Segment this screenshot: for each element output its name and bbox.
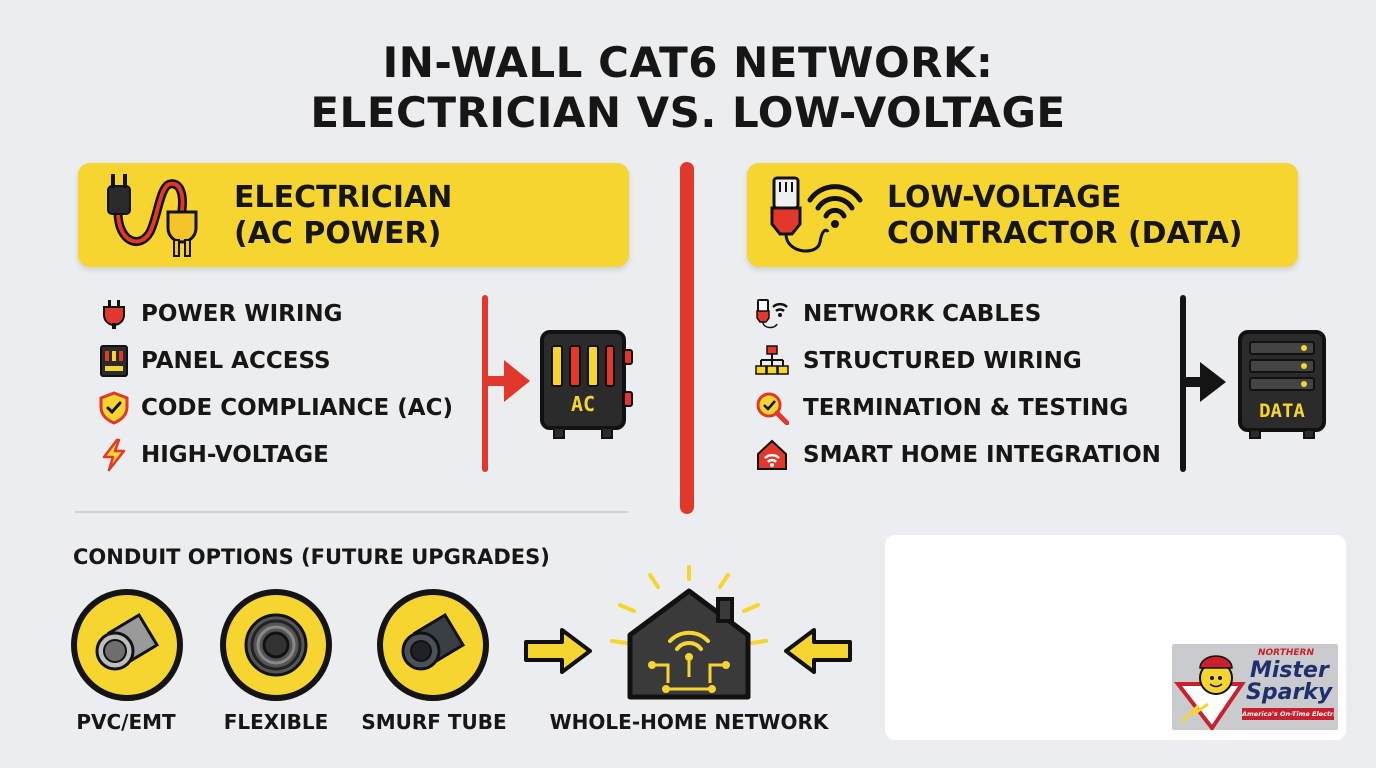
list-item-network-cables: NETWORK CABLES [755,297,1041,331]
list-item-power-wiring: POWER WIRING [97,297,343,331]
smart-home-network-icon [610,565,768,700]
ethernet-wifi-icon [770,176,863,253]
ac-panel-box: AC [536,330,636,440]
pvc-emt-circle [71,589,183,701]
data-server-box: DATA [1236,330,1328,440]
shield-check-icon [99,391,129,425]
ethernet-wifi-icon [756,299,788,329]
right-arrow-icon [484,360,530,402]
list-item-panel-access: PANEL ACCESS [97,344,331,378]
title-line-1: IN-WALL CAT6 NETWORK: [382,38,994,87]
conduit-options-title: CONDUIT OPTIONS (FUTURE UPGRADES) [73,545,550,569]
list-item-label: STRUCTURED WIRING [803,348,1082,374]
flexible-label: FLEXIBLE [223,710,329,734]
list-item-label: SMART HOME INTEGRATION [803,442,1161,468]
server-icon [1238,330,1326,439]
list-item-label: CODE COMPLIANCE (AC) [141,395,453,421]
center-divider [680,162,694,514]
flexible-conduit-icon [244,613,308,677]
list-item-label: TERMINATION & TESTING [803,395,1129,421]
low-voltage-banner [747,163,1298,267]
pvc-emt-label: PVC/EMT [76,710,176,734]
smurf-tube-label: SMURF TUBE [361,710,507,734]
plug-icon [103,300,125,329]
list-item-structured-wiring: STRUCTURED WIRING [755,344,1082,378]
logo-sparky: Sparky [1246,680,1333,705]
electrician-heading-line-2: (AC POWER) [234,216,442,251]
list-item-smart-home: SMART HOME INTEGRATION [755,438,1161,472]
list-item-high-voltage: HIGH-VOLTAGE [97,438,329,472]
page-title: IN-WALL CAT6 NETWORK: ELECTRICIAN VS. LO… [0,38,1376,138]
smart-home-icon [757,439,787,470]
logo-northern: NORTHERN [1258,648,1314,658]
sparky-mascot-icon [1173,655,1246,730]
ac-panel-label: AC [570,392,596,416]
data-server-label: DATA [1259,400,1305,422]
lightning-icon [102,438,126,472]
logo-mister: Mister [1250,658,1329,683]
list-item-label: POWER WIRING [141,301,343,327]
magnifier-check-icon [756,392,789,425]
right-arrow-into-home-icon [784,628,852,674]
left-arrow-into-home-icon [524,628,592,674]
plug-cord-icon [107,174,198,257]
list-item-label: PANEL ACCESS [141,348,331,374]
mister-sparky-logo: NORTHERN Mister Sparky America's On-Time… [1172,644,1338,730]
electrical-panel-icon [540,330,633,439]
low-voltage-heading-line-2: CONTRACTOR (DATA) [887,216,1243,251]
whole-home-network-label: WHOLE-HOME NETWORK [549,710,829,734]
list-item-termination-testing: TERMINATION & TESTING [755,391,1128,425]
hierarchy-icon [755,345,789,375]
logo-tagline: America's On-Time Electrician [1242,708,1334,720]
pvc-pipe-icon [95,612,160,671]
list-item-label: NETWORK CABLES [803,301,1042,327]
low-voltage-heading-line-1: LOW-VOLTAGE [887,180,1122,215]
smurf-tube-circle [377,589,489,701]
list-item-label: HIGH-VOLTAGE [141,442,329,468]
right-arrow-icon [1182,362,1226,402]
panel-icon [100,345,128,377]
title-line-2: ELECTRICIAN VS. LOW-VOLTAGE [310,88,1066,137]
flexible-circle [220,589,332,701]
electrician-heading-line-1: ELECTRICIAN [234,180,453,215]
list-item-code-compliance: CODE COMPLIANCE (AC) [97,391,453,425]
section-divider [75,511,628,513]
smurf-tube-icon [401,612,466,671]
